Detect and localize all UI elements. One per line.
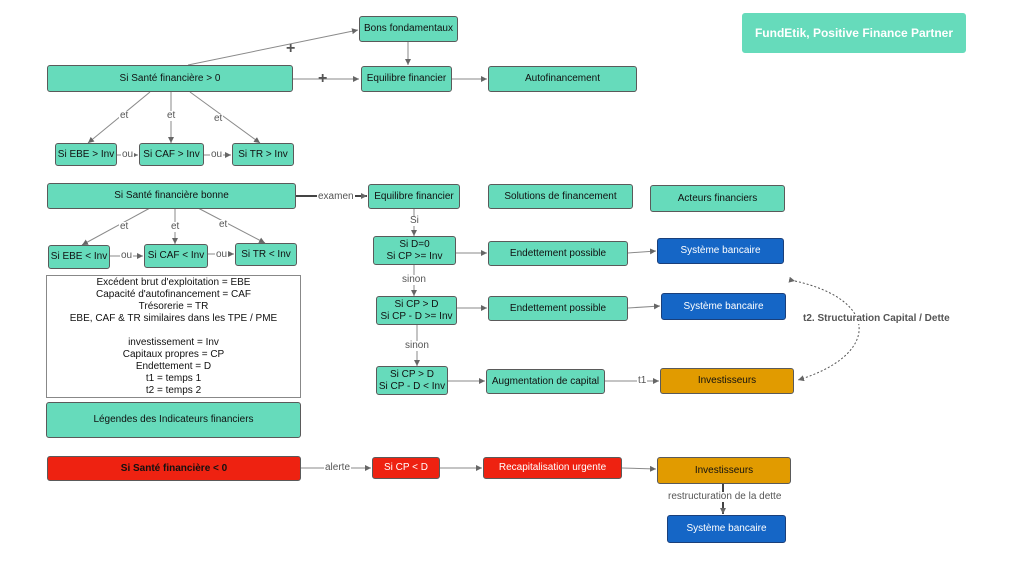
edge-label-ou: ou xyxy=(121,149,135,160)
node-banque-1: Système bancaire xyxy=(657,238,784,264)
edge-end1-banque1 xyxy=(627,248,657,255)
node-caf-top: Si CAF > Inv xyxy=(139,143,204,166)
edge-label-alerte: alerte xyxy=(324,462,352,473)
node-acteurs: Acteurs financiers xyxy=(650,185,785,212)
edge-label-ou: ou xyxy=(210,149,224,160)
edge-end2-banque2 xyxy=(627,303,661,310)
edge-recap-inv xyxy=(621,465,657,472)
node-equilibre-top: Equilibre financier xyxy=(361,66,452,92)
node-cond-cp-ge: Si CP > D Si CP - D >= Inv xyxy=(376,296,457,325)
edge-label-et: et xyxy=(119,221,130,232)
edge-label-ou: ou xyxy=(120,250,134,261)
edge-label-t1: t1 xyxy=(637,375,648,386)
node-ebe-top: Si EBE > Inv xyxy=(55,143,117,166)
node-bons-fondamentaux: Bons fondamentaux xyxy=(359,16,458,42)
edge-structuration xyxy=(788,276,860,382)
edge-label-sinon: sinon xyxy=(401,274,427,285)
plus-sign-2: + xyxy=(318,70,328,87)
edge-bonne-tr xyxy=(197,207,266,244)
node-caf-mid: Si CAF < Inv xyxy=(144,244,208,268)
edge-bonne-ebe xyxy=(81,207,151,246)
edge-sante-bons xyxy=(187,28,359,66)
node-augmentation: Augmentation de capital xyxy=(486,369,605,394)
legend-box: Excédent brut d'exploitation = EBE Capac… xyxy=(46,275,301,398)
node-cp-lt-d: Si CP < D xyxy=(372,457,440,479)
node-sante-negative: Si Santé financière < 0 xyxy=(47,456,301,481)
brand-box: FundEtik, Positive Finance Partner xyxy=(742,13,966,53)
node-cond-cp-lt: Si CP > D Si CP - D < Inv xyxy=(376,366,448,395)
label-structuration: t2. Structuration Capital / Dette xyxy=(802,313,951,324)
node-sante-positive: Si Santé financière > 0 xyxy=(47,65,293,92)
node-cond-d0: Si D=0 Si CP >= Inv xyxy=(373,236,456,265)
node-recapitalisation: Recapitalisation urgente xyxy=(483,457,622,479)
node-sante-bonne: Si Santé financière bonne xyxy=(47,183,296,209)
node-endettement-2: Endettement possible xyxy=(488,296,628,321)
edge-label-si: Si xyxy=(409,215,420,226)
node-autofinancement: Autofinancement xyxy=(488,66,637,92)
node-banque-2: Système bancaire xyxy=(661,293,786,320)
node-endettement-1: Endettement possible xyxy=(488,241,628,266)
edge-label-restructuration: restructuration de la dette xyxy=(667,491,783,502)
node-tr-mid: Si TR < Inv xyxy=(235,243,297,266)
edge-label-ou: ou xyxy=(215,249,229,260)
edge-label-et: et xyxy=(119,110,130,121)
node-solutions: Solutions de financement xyxy=(488,184,633,209)
edge-label-et: et xyxy=(166,110,177,121)
node-banque-bottom: Système bancaire xyxy=(667,515,786,543)
node-ebe-mid: Si EBE < Inv xyxy=(48,245,110,269)
node-tr-top: Si TR > Inv xyxy=(232,143,294,166)
edge-label-et: et xyxy=(218,219,229,230)
edge-label-sinon: sinon xyxy=(404,340,430,351)
plus-sign-1: + xyxy=(286,40,296,57)
edge-label-examen: examen xyxy=(317,191,355,202)
legend-title: Légendes des Indicateurs financiers xyxy=(46,402,301,438)
node-equilibre-mid: Equilibre financier xyxy=(368,184,460,209)
edge-label-et: et xyxy=(170,221,181,232)
node-investisseurs-bottom: Investisseurs xyxy=(657,457,791,484)
edge-label-et: et xyxy=(213,113,224,124)
edge-sante-tr xyxy=(189,91,261,144)
node-investisseurs-mid: Investisseurs xyxy=(660,368,794,394)
